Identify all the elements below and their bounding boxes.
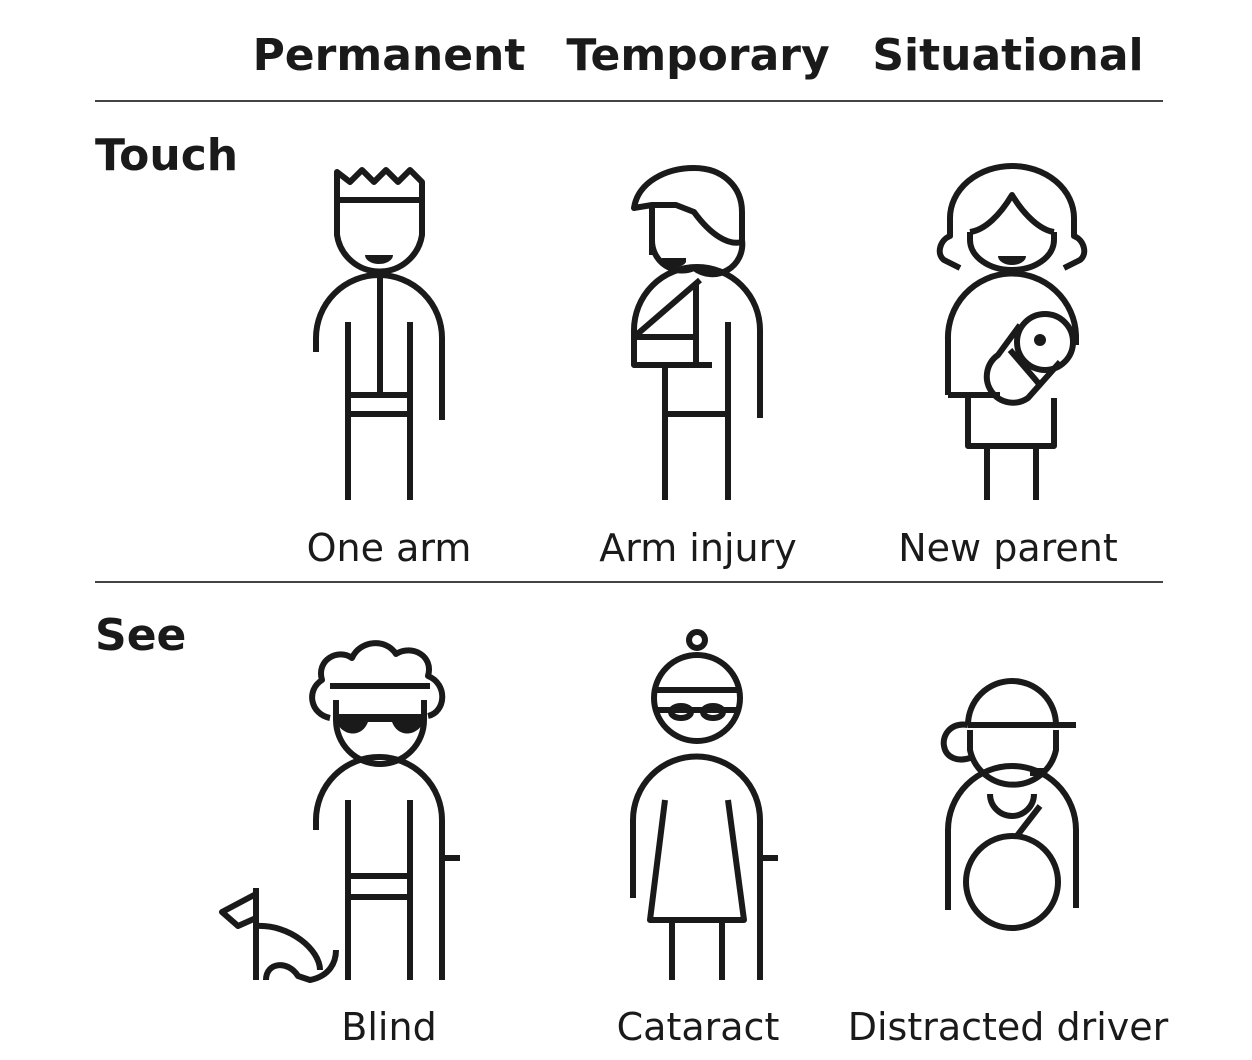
cataract-person-with-cane-icon — [630, 629, 778, 980]
row-label-touch: Touch — [95, 130, 239, 181]
caption-new-parent: New parent — [898, 526, 1118, 570]
arm-sling-person-icon — [631, 165, 763, 500]
caption-cataract: Cataract — [616, 1005, 780, 1049]
caption-distracted-driver: Distracted driver — [847, 1005, 1169, 1049]
blind-person-with-dog-icon — [219, 640, 460, 983]
row-label-see: See — [95, 610, 187, 661]
caption-blind: Blind — [341, 1005, 437, 1049]
column-header-permanent: Permanent — [252, 30, 526, 81]
caption-arm-injury: Arm injury — [599, 526, 797, 570]
one-arm-person-icon — [313, 167, 445, 500]
distracted-driver-icon — [940, 678, 1079, 931]
header-divider — [95, 100, 1163, 102]
row-divider — [95, 581, 1163, 583]
caption-one-arm: One arm — [306, 526, 472, 570]
column-header-temporary: Temporary — [566, 30, 830, 81]
column-header-situational: Situational — [872, 30, 1144, 81]
parent-with-baby-icon — [936, 163, 1088, 500]
